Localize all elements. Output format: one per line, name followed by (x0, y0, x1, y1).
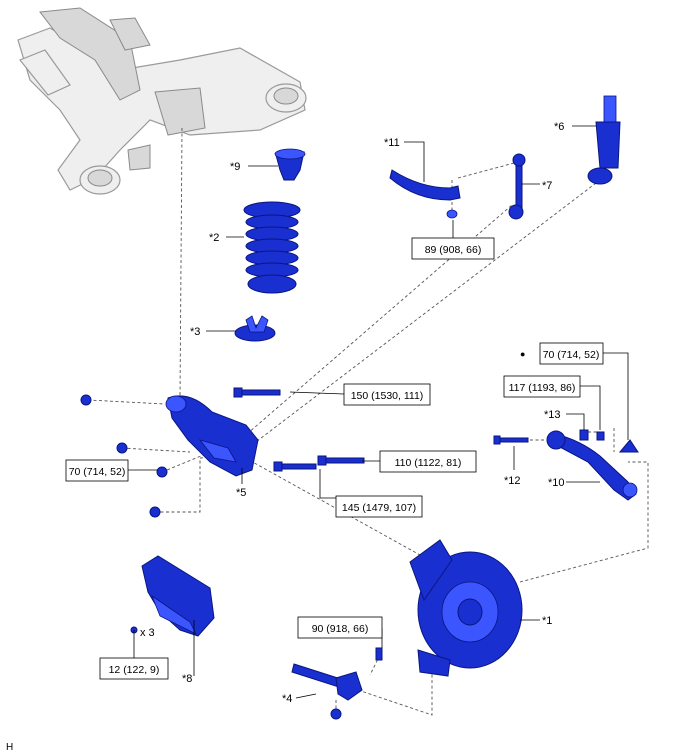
subframe-illustration (17, 7, 307, 195)
svg-text:110 (1122, 81): 110 (1122, 81) (395, 457, 462, 469)
torque-box-12: 12 (122, 9) (99, 657, 169, 680)
label-p13: *13 (544, 409, 561, 421)
svg-text:117 (1193, 86): 117 (1193, 86) (509, 382, 576, 394)
label-p4: *4 (282, 693, 292, 705)
svg-text:90 (918, 66): 90 (918, 66) (312, 623, 369, 635)
svg-text:89 (908, 66): 89 (908, 66) (425, 244, 482, 256)
label-p11: *11 (384, 137, 400, 149)
corner-mark: H (6, 742, 13, 753)
label-p10: *10 (548, 477, 565, 489)
label-p8: *8 (182, 673, 192, 685)
coil-spring (243, 201, 301, 294)
svg-text:145 (1479, 107): 145 (1479, 107) (342, 502, 416, 514)
label-x3: x 3 (140, 627, 155, 639)
torque-box-145: 145 (1479, 107) (335, 495, 423, 518)
lower-arm (493, 429, 639, 501)
svg-text:12 (122, 9): 12 (122, 9) (109, 664, 160, 676)
stabilizer-bar (389, 169, 461, 219)
knuckle-assembly (409, 539, 523, 677)
label-p2: *2 (209, 232, 219, 244)
toe-control-rod (291, 647, 383, 720)
torque-box-90: 90 (918, 66) (297, 616, 383, 639)
svg-text:70 (714, 52): 70 (714, 52) (69, 466, 126, 478)
label-p12: *12 (504, 475, 521, 487)
lower-spring-seat (234, 315, 276, 342)
svg-text:150 (1530, 111): 150 (1530, 111) (351, 390, 424, 402)
label-p7: *7 (542, 180, 552, 192)
torque-box-70-left: 70 (714, 52) (65, 459, 129, 482)
torque-box-70-top: 70 (714, 52) (539, 342, 604, 365)
label-p3: *3 (190, 326, 200, 338)
torque-box-110: 110 (1122, 81) (379, 450, 477, 473)
label-p6: *6 (554, 121, 564, 133)
leader-lines (128, 125, 629, 699)
part-labels: *9 *2 *3 *6 *7 *11 *5 *12 *10 *13 *1 *8 … (6, 121, 565, 753)
svg-text:70 (714, 52): 70 (714, 52) (543, 349, 600, 361)
bump-stopper (274, 148, 306, 181)
torque-box-150: 150 (1530, 111) (343, 383, 431, 406)
stabilizer-link (508, 153, 526, 220)
torque-box-117: 117 (1193, 86) (503, 375, 581, 398)
label-p5: *5 (236, 487, 246, 499)
bullet-mark: ● (520, 349, 525, 359)
label-p1: *1 (542, 615, 552, 627)
protector (130, 555, 215, 637)
fasteners-left (80, 387, 365, 518)
shock-absorber (587, 95, 621, 185)
upper-control-arm (165, 395, 259, 477)
label-p9: *9 (230, 161, 240, 173)
torque-box-89: 89 (908, 66) (411, 237, 495, 260)
